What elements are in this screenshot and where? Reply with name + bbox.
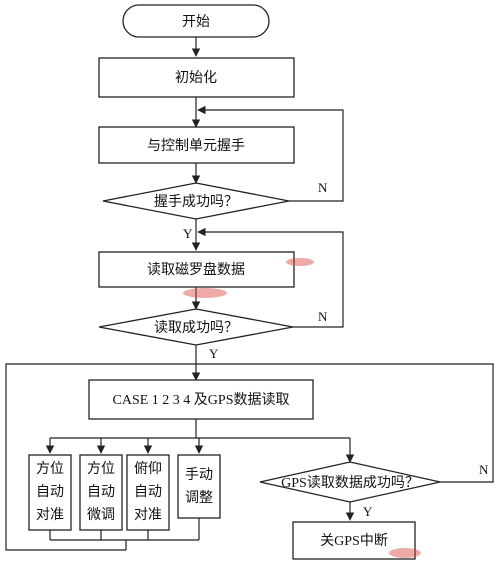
start-label: 开始 (182, 14, 210, 30)
case1-line2: 自动 (36, 484, 64, 500)
handshake-decision-label: 握手成功吗？ (154, 194, 238, 210)
case3-line1: 俯仰 (134, 461, 162, 477)
gps-decision-label: GPS读取数据成功吗？ (281, 474, 419, 491)
handshake-no-label: N (318, 180, 328, 195)
case1-line1: 方位 (36, 461, 64, 477)
case1-line3: 对准 (36, 507, 64, 523)
case2-line3: 微调 (87, 507, 115, 523)
init-box (98, 57, 295, 98)
read-compass-label: 读取磁罗盘数据 (147, 261, 245, 278)
case3-box (126, 454, 170, 531)
start-terminal (122, 4, 270, 38)
close-gps-label: 关GPS中断 (320, 533, 388, 549)
gps-yes-label: Y (363, 504, 373, 519)
edge-read-no-loop (197, 227, 344, 328)
handshake-yes-label: Y (183, 226, 193, 241)
case4-box (177, 454, 221, 519)
read-decision-label: 读取成功吗？ (154, 319, 238, 336)
edge-handshake-no-loop (197, 105, 344, 202)
case3-line3: 对准 (134, 507, 162, 523)
case2-line2: 自动 (87, 484, 115, 500)
read-no-label: N (318, 309, 328, 324)
case4-line2: 调整 (185, 490, 213, 506)
watermark-graphic (183, 258, 421, 558)
case2-box (79, 454, 123, 531)
read-compass-box (98, 251, 295, 288)
read-yes-label: Y (209, 346, 219, 361)
read-decision (98, 308, 294, 346)
init-label: 初始化 (175, 69, 217, 86)
handshake-label: 与控制单元握手 (147, 138, 245, 154)
case-label: CASE 1 2 3 4 及GPS数据读取 (113, 391, 290, 408)
case1-box (28, 454, 72, 531)
close-gps-box (292, 521, 416, 560)
edge-outer-loop (5, 363, 196, 551)
case2-line1: 方位 (87, 461, 115, 477)
case-box (88, 379, 314, 420)
gps-decision (259, 461, 441, 503)
gps-no-label: N (479, 462, 489, 477)
handshake-box (98, 126, 295, 164)
edge-gps-no-loop (196, 363, 494, 483)
handshake-decision (102, 182, 290, 220)
case3-line2: 自动 (134, 484, 162, 500)
case4-line1: 手动 (185, 467, 213, 483)
